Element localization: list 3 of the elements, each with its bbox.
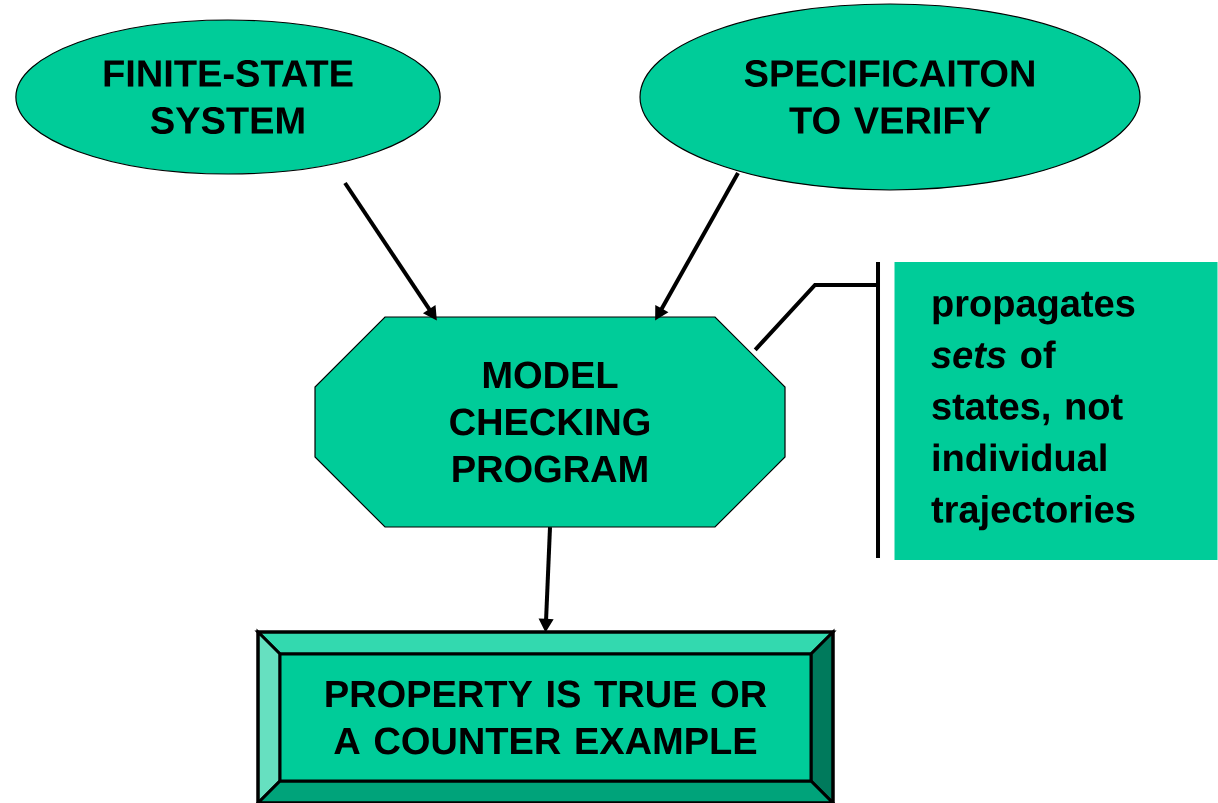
callout-box: propagates sets of states, not individual trajectories (894, 262, 1218, 560)
leader-line (753, 283, 878, 352)
octagon: MODEL CHECKING PROGRAM (314, 316, 786, 528)
